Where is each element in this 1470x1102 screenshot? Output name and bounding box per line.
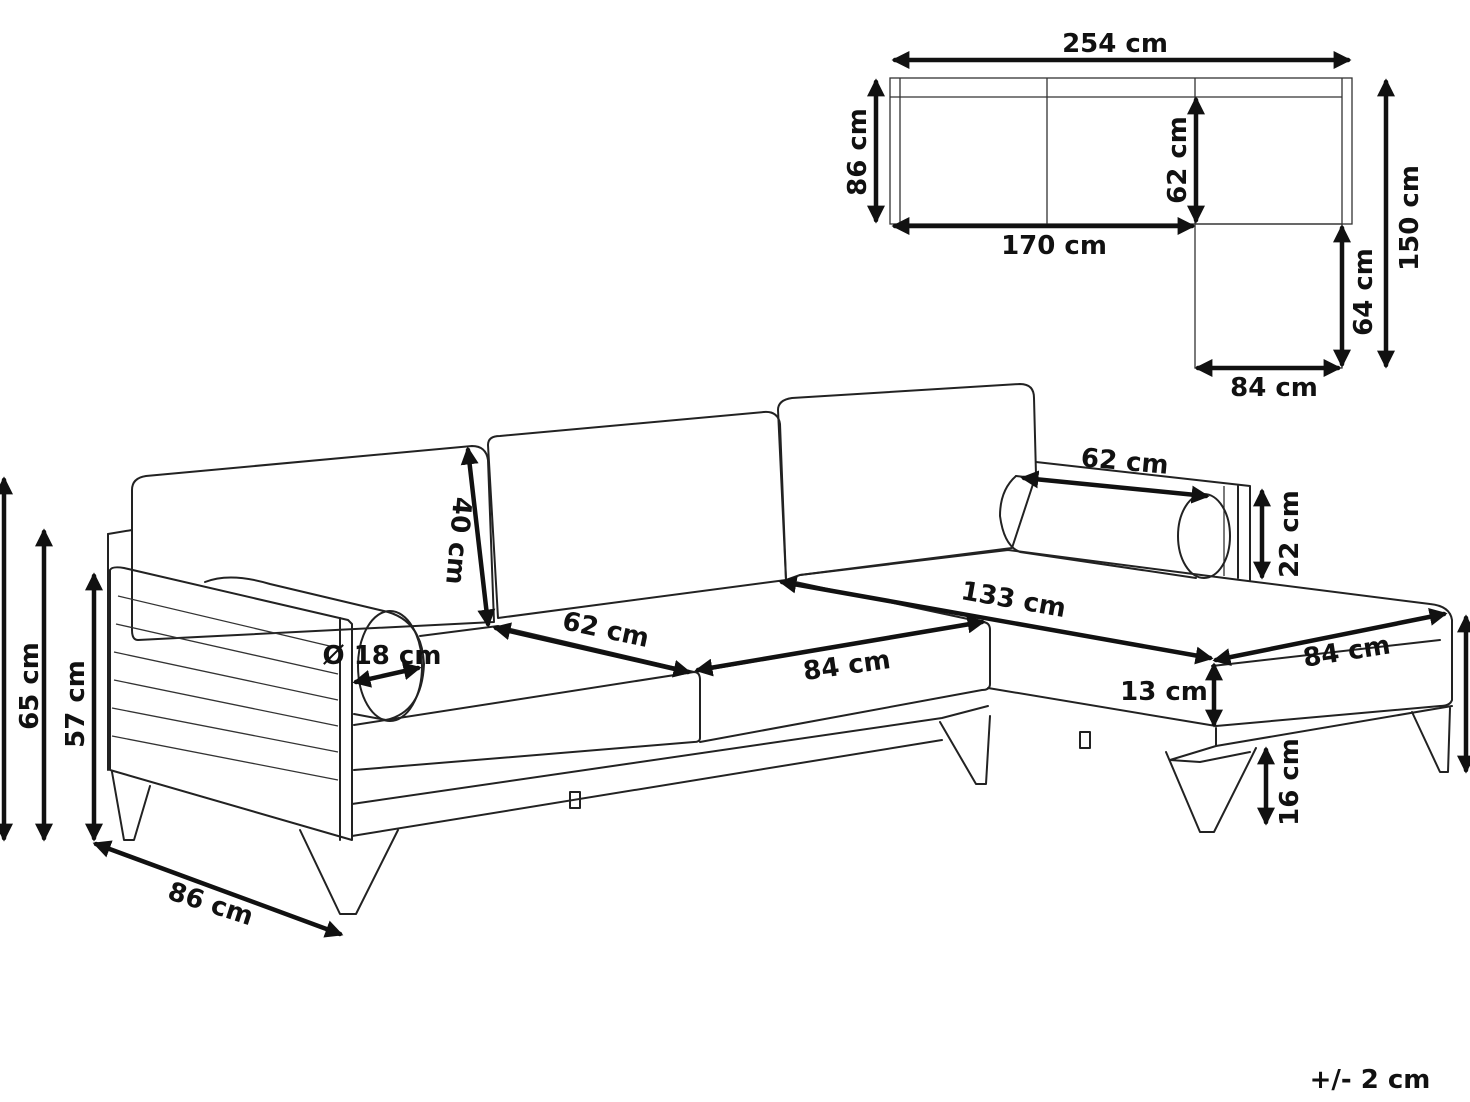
chaise-width-label: 84 cm: [1301, 630, 1392, 673]
plan-sofa-length-label: 170 cm: [1001, 231, 1107, 261]
sofa-line-drawing: [107, 383, 1453, 915]
sofa-dimension-arrows: [0, 446, 1470, 938]
cushion-thickness-label: 13 cm: [1120, 677, 1208, 707]
bolster-diameter-label: Ø 18 cm: [323, 641, 442, 671]
plan-chaise-length-label: 64 cm: [1349, 248, 1379, 336]
plan-seat-depth-label: 62 cm: [1163, 116, 1193, 204]
sofa-labels: 65 cm 57 cm 86 cm 40 cm Ø 18 cm 62 cm 84…: [15, 443, 1392, 932]
plan-total-length-label: 150 cm: [1395, 165, 1425, 271]
plan-view-outline: [889, 77, 1353, 369]
plan-chaise-width-label: 84 cm: [1230, 373, 1318, 403]
armrest-height-label: 57 cm: [61, 660, 91, 748]
leg-height-label: 16 cm: [1275, 738, 1305, 826]
plan-dimension-arrows: [867, 51, 1395, 377]
plan-depth-label: 86 cm: [843, 108, 873, 196]
bolster-height-label: 22 cm: [1275, 490, 1305, 578]
overall-height-label: 65 cm: [15, 642, 45, 730]
plan-total-width-label: 254 cm: [1062, 29, 1168, 59]
tolerance-note: +/- 2 cm: [1310, 1065, 1431, 1095]
backrest-height-label: 40 cm: [439, 496, 477, 586]
bolster-length-label: 62 cm: [1080, 443, 1170, 481]
plan-labels: 254 cm 86 cm 62 cm 170 cm 150 cm 64 cm 8…: [843, 29, 1425, 403]
